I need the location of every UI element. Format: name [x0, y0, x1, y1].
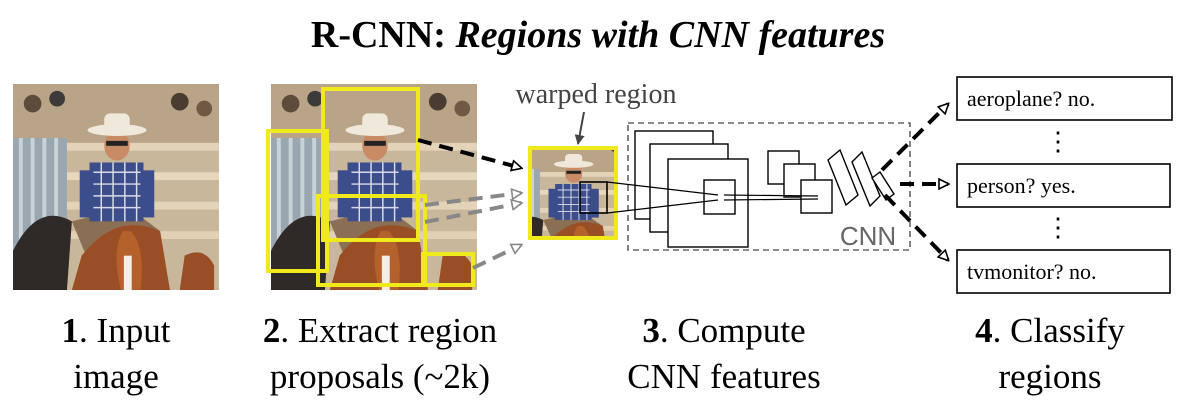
svg-text:tvmonitor? no.: tvmonitor? no.	[967, 259, 1097, 284]
cnn-label: CNN	[840, 221, 896, 251]
step-4-caption: 4. Classify regions	[975, 311, 1125, 396]
svg-text:CNN features: CNN features	[627, 357, 820, 396]
proposal-box-small	[421, 252, 475, 287]
svg-text:person? yes.: person? yes.	[967, 173, 1076, 198]
proposal-box-horse	[316, 194, 427, 287]
proposal-box-rider	[321, 87, 420, 242]
proposal-arrow-gray-1	[424, 193, 521, 207]
proposal-arrow-gray-2	[424, 203, 521, 224]
proposal-box-left	[266, 129, 329, 273]
step-3-caption: 3. Compute CNN features	[627, 311, 820, 396]
input-image	[12, 84, 220, 290]
step-1-caption: 1. Input image	[62, 311, 171, 396]
class-arrow-aeroplane	[880, 104, 948, 172]
step-2-caption: 2. Extract region proposals (~2k)	[263, 311, 497, 396]
region-proposals-image	[266, 84, 478, 290]
warped-region-pointer	[574, 111, 585, 145]
proposal-arrow-black	[417, 138, 521, 168]
class-arrow-tvmonitor	[883, 193, 948, 260]
class-ellipsis-1: ⋮	[1045, 127, 1071, 156]
svg-text:image: image	[73, 357, 159, 396]
warped-region-label: warped region	[516, 79, 677, 110]
class-ellipsis-2: ⋮	[1045, 213, 1071, 242]
svg-text:regions: regions	[998, 357, 1101, 396]
svg-text:2. Extract region: 2. Extract region	[263, 311, 497, 350]
svg-text:aeroplane? no.: aeroplane? no.	[967, 86, 1095, 111]
class-box-tvmonitor: tvmonitor? no.	[956, 249, 1171, 294]
warped-region-image	[528, 146, 618, 240]
class-box-aeroplane: aeroplane? no.	[956, 76, 1173, 121]
diagram-title: R-CNN: Regions with CNN features	[311, 14, 885, 56]
proposal-arrow-gray-3	[472, 243, 521, 270]
svg-text:1. Input: 1. Input	[62, 311, 171, 350]
cnn-box: CNN	[606, 122, 911, 251]
svg-text:3. Compute: 3. Compute	[642, 311, 805, 350]
svg-text:4. Classify: 4. Classify	[975, 311, 1125, 350]
svg-text:proposals (~2k): proposals (~2k)	[270, 357, 490, 396]
class-box-person: person? yes.	[956, 163, 1171, 208]
